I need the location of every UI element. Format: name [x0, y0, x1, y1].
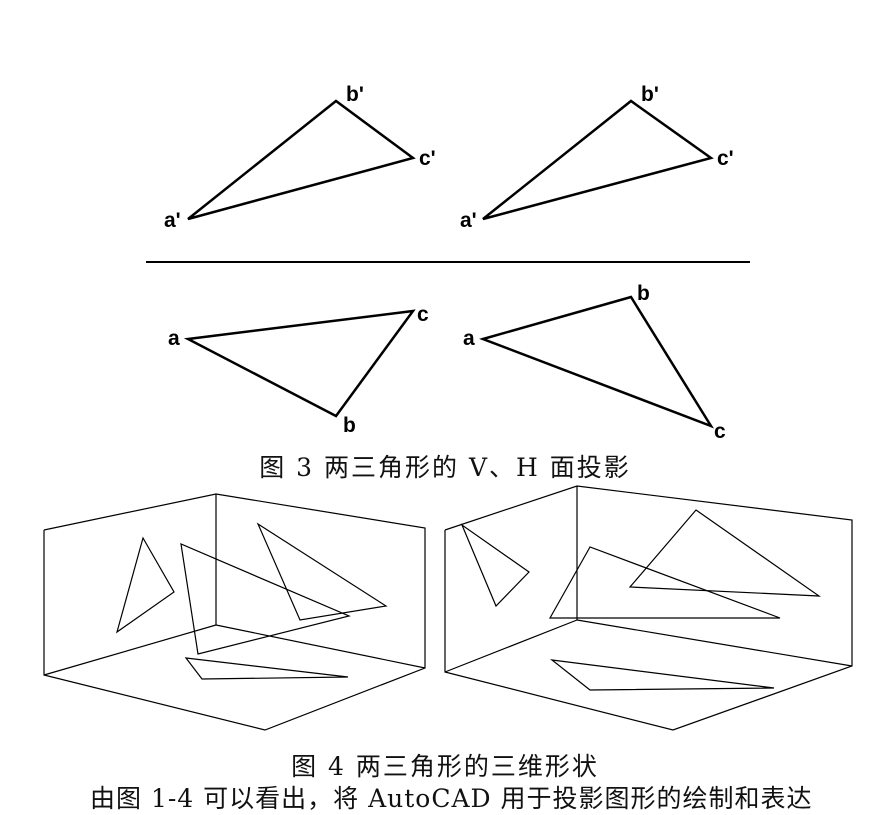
- label-h-right-a: a: [463, 327, 475, 350]
- fig3-v-left-triangle: [187, 99, 416, 221]
- body-paragraph: 由图 1-4 可以看出，将 AutoCAD 用于投影图形的绘制和表达: [90, 784, 813, 813]
- label-v-right-a: a': [460, 209, 477, 232]
- fig4-right-box: [444, 485, 853, 731]
- label-v-left-c: c': [419, 147, 436, 170]
- figure3-caption: 图 3 两三角形的 V、H 面投影: [259, 453, 631, 482]
- fig3-h-panel: [146, 270, 750, 440]
- figure-canvas: a' b' c' a' b' c' a b c a b c: [43, 75, 854, 740]
- fig4-right-triangles: [460, 509, 822, 691]
- label-v-left-b: b': [346, 83, 364, 106]
- label-v-right-c: c': [717, 147, 734, 170]
- label-h-left-c: c: [417, 303, 429, 326]
- label-h-right-b: b: [637, 282, 650, 305]
- fig4-left-triangles: [115, 522, 388, 680]
- label-v-left-a: a': [164, 209, 181, 232]
- fig3-h-right-triangle: [479, 295, 715, 429]
- label-v-right-b: b': [641, 83, 659, 106]
- label-h-left-b: b: [343, 414, 356, 437]
- fig4-panel: [44, 490, 854, 740]
- fig3-h-left-triangle: [183, 309, 416, 418]
- figure4-caption: 图 4 两三角形的三维形状: [291, 752, 599, 781]
- label-h-left-a: a: [168, 327, 180, 350]
- fig3-v-panel: [146, 75, 750, 252]
- label-h-right-c: c: [714, 420, 726, 443]
- fig3-v-right-triangle: [482, 99, 714, 221]
